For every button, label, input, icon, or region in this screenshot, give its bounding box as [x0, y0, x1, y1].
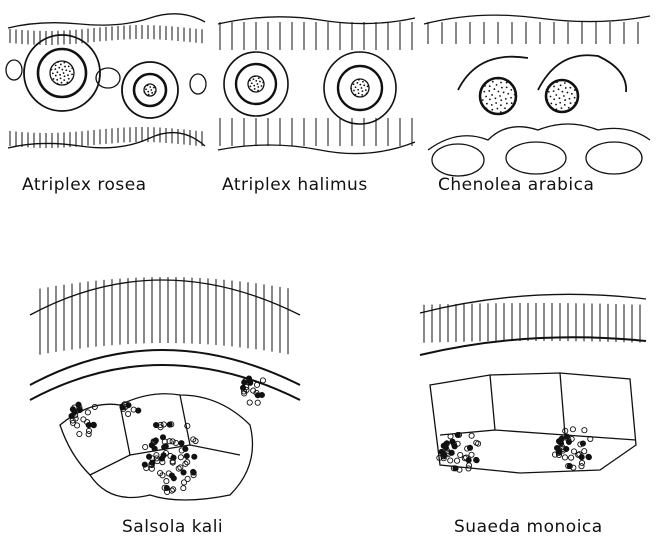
- caption-suaeda-monoica: Suaeda monoica: [454, 517, 603, 537]
- panel-salsola-kali: Salsola kali: [0, 255, 330, 543]
- chenolea-arabica-drawing: [418, 0, 656, 200]
- caption-atriplex-halimus: Atriplex halimus: [222, 175, 368, 195]
- panel-chenolea-arabica: Chenolea arabica: [418, 0, 656, 200]
- caption-salsola-kali: Salsola kali: [122, 517, 223, 537]
- panel-atriplex-rosea: Atriplex rosea: [0, 0, 210, 200]
- salsola-kali-drawing: [0, 255, 330, 543]
- caption-atriplex-rosea: Atriplex rosea: [22, 175, 147, 195]
- atriplex-halimus-drawing: [210, 0, 420, 200]
- panel-atriplex-halimus: Atriplex halimus: [210, 0, 420, 200]
- atriplex-rosea-drawing: [0, 0, 210, 200]
- suaeda-monoica-drawing: [400, 255, 656, 543]
- caption-chenolea-arabica: Chenolea arabica: [438, 175, 594, 195]
- panel-suaeda-monoica: Suaeda monoica: [400, 255, 656, 543]
